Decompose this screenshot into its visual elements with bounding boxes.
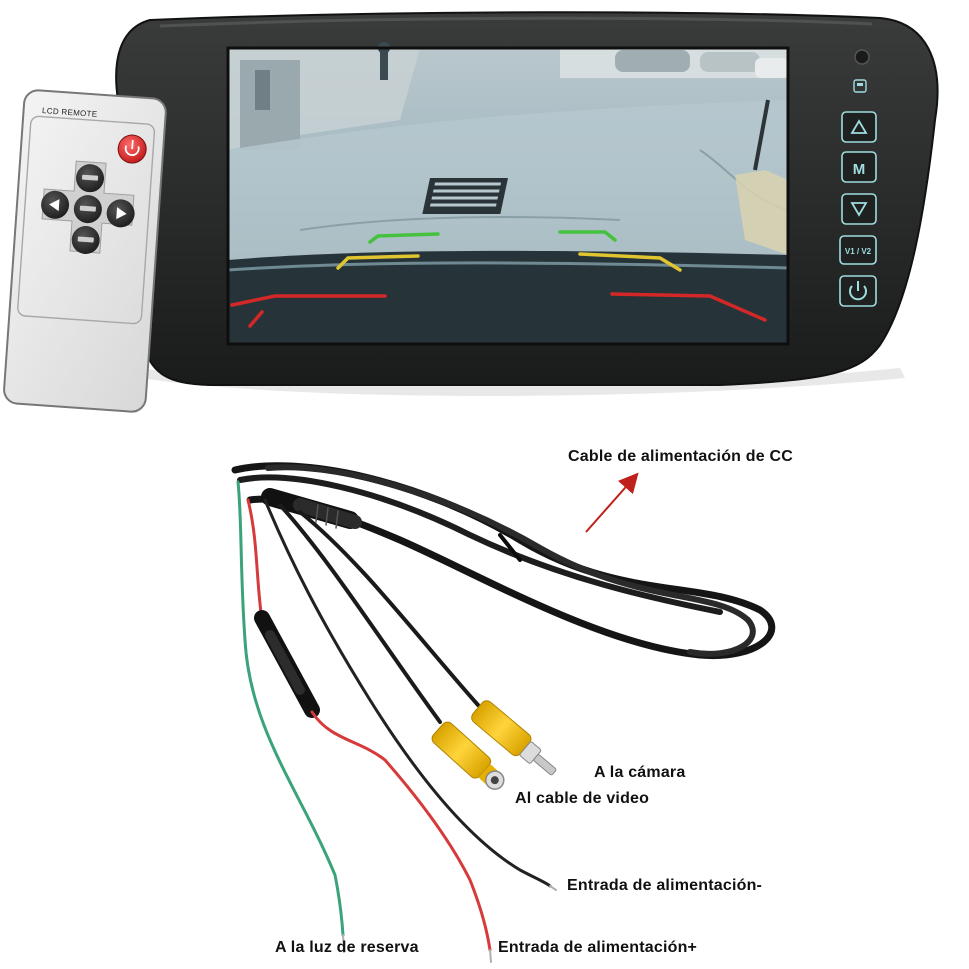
red-wire-upper	[246, 498, 264, 622]
black-wire-camera	[298, 510, 480, 707]
green-wire	[236, 480, 345, 937]
menu-button-label: M	[853, 161, 866, 178]
remote-control	[3, 89, 167, 413]
menu-button[interactable]: M	[841, 151, 877, 183]
dc-cable-arrow	[585, 472, 639, 533]
power-icon	[849, 281, 867, 301]
power-button[interactable]	[839, 275, 877, 307]
dc-connector	[261, 488, 362, 529]
down-arrow-button[interactable]	[841, 193, 877, 225]
red-wire-lower	[310, 710, 492, 952]
rearview-mirror-monitor: M V1 / V2	[115, 11, 939, 396]
rca-camera-connector	[471, 700, 557, 776]
label-to-video-cable: Al cable de video	[515, 790, 650, 807]
sensor-dot	[854, 49, 870, 65]
label-dc-power-cable: Cable de alimentación de CC	[568, 448, 794, 465]
triangle-left-icon	[49, 199, 60, 212]
monitor-bezel-highlight	[159, 16, 873, 28]
v1-v2-button[interactable]: V1 / V2	[839, 235, 877, 265]
power-icon	[124, 140, 140, 156]
v1-v2-label: V1 / V2	[845, 247, 872, 256]
remote-dpad	[41, 160, 135, 255]
monitor-button-panel: M V1 / V2	[839, 49, 877, 307]
remote-power-button[interactable]	[117, 134, 147, 164]
black-wire-negative	[263, 498, 552, 888]
label-to-reverse-light: A la luz de reserva	[275, 939, 419, 956]
up-arrow-button[interactable]	[841, 111, 877, 143]
black-wire-video	[278, 503, 442, 724]
label-to-camera: A la cámara	[594, 764, 686, 781]
ir-indicator-icon	[853, 79, 867, 93]
triangle-right-icon	[116, 207, 127, 220]
label-power-input-positive: Entrada de alimentación+	[498, 939, 698, 956]
monitor-shadow	[140, 368, 905, 396]
triangle-down-icon	[850, 202, 868, 217]
rca-video-connector	[431, 721, 505, 790]
label-power-input-negative: Entrada de alimentación-	[567, 877, 763, 894]
camera-screen	[226, 42, 790, 346]
fuse-holder	[254, 610, 320, 718]
wiring-harness	[231, 462, 776, 963]
dc-power-cable	[231, 462, 776, 660]
triangle-up-icon	[850, 119, 868, 134]
